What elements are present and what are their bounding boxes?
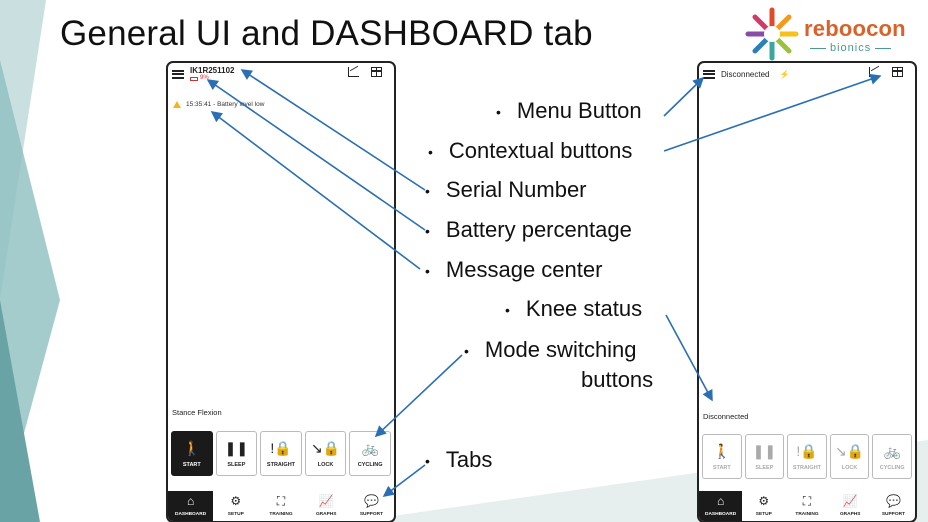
slide-title: General UI and DASHBOARD tab xyxy=(60,14,593,53)
straight-lock-icon: !🔒 xyxy=(270,439,292,456)
gear-icon: ⚙ xyxy=(230,494,242,508)
mode-button-lock[interactable]: ↘🔒 LOCK xyxy=(829,434,870,479)
tab-support[interactable]: 💬 SUPPORT xyxy=(872,491,915,521)
training-icon: ⛶ xyxy=(276,494,286,508)
walking-person-icon: 🚶 xyxy=(713,442,731,459)
connection-status: Disconnected xyxy=(721,69,770,79)
pause-icon: ❚❚ xyxy=(224,439,249,456)
tab-label: SUPPORT xyxy=(881,512,906,517)
knee-lock-icon: ↘🔒 xyxy=(834,442,865,459)
disconnected-icon: ⚡ xyxy=(779,69,790,79)
pause-icon: ❚❚ xyxy=(752,442,777,459)
knee-status: Stance Flexion xyxy=(172,408,222,417)
logo-mark-icon xyxy=(745,7,799,61)
tab-setup[interactable]: ⚙ SETUP xyxy=(742,491,785,521)
mode-button-start[interactable]: 🚶 START xyxy=(171,431,213,476)
table-icon[interactable] xyxy=(892,67,903,77)
tab-bar: ⌂ DASHBOARD ⚙ SETUP ⛶ TRAINING 📈 GRAPHS 💬 SUPPORT xyxy=(168,491,394,521)
callout-battery-percentage: •Battery percentage xyxy=(425,217,632,242)
mode-buttons: 🚶 START ❚❚ SLEEP !🔒 STRAIGHT ↘🔒 LOCK 🚲 CYCLING xyxy=(171,431,391,476)
graph-icon: 📈 xyxy=(318,494,334,508)
tab-training[interactable]: ⛶ TRAINING xyxy=(785,491,828,521)
mode-button-cycling[interactable]: 🚲 CYCLING xyxy=(872,434,912,479)
mode-button-label: SLEEP xyxy=(755,464,774,471)
menu-icon[interactable] xyxy=(172,69,184,79)
mode-button-label: STRAIGHT xyxy=(266,461,296,468)
logo-brand: reboocon xyxy=(804,16,906,41)
mode-button-label: LOCK xyxy=(841,464,858,471)
battery-indicator: 9% xyxy=(190,75,234,82)
mode-button-straight[interactable]: !🔒 STRAIGHT xyxy=(260,431,302,476)
knee-status: Disconnected xyxy=(703,412,749,421)
graph-icon: 📈 xyxy=(842,494,858,508)
battery-percentage: 9% xyxy=(200,75,209,81)
straight-lock-icon: !🔒 xyxy=(796,442,818,459)
mode-button-label: CYCLING xyxy=(879,464,905,471)
chat-icon: 💬 xyxy=(363,494,379,508)
tab-label: SETUP xyxy=(755,512,772,517)
walking-person-icon: 🚶 xyxy=(183,439,201,456)
home-icon: ⌂ xyxy=(186,494,195,508)
serial-number: IK1R251102 xyxy=(190,66,235,75)
tab-label: GRAPHS xyxy=(839,512,861,517)
tab-label: SUPPORT xyxy=(359,512,384,517)
mode-button-lock[interactable]: ↘🔒 LOCK xyxy=(304,431,347,476)
mode-button-sleep[interactable]: ❚❚ SLEEP xyxy=(744,434,785,479)
mode-button-label: STRAIGHT xyxy=(792,464,822,471)
callout-knee-status: •Knee status xyxy=(505,296,643,321)
app-screen-disconnected: Disconnected ⚡ Disconnected 🚶 START ❚❚ SLEE… xyxy=(697,61,917,522)
tab-label: DASHBOARD xyxy=(175,512,207,517)
tab-graphs[interactable]: 📈 GRAPHS xyxy=(829,491,872,521)
callout-mode-switching: •Mode switching xyxy=(464,337,637,362)
bicycle-icon: 🚲 xyxy=(361,439,379,456)
bicycle-icon: 🚲 xyxy=(883,442,901,459)
callout-serial-number: •Serial Number xyxy=(425,177,587,202)
mode-button-label: LOCK xyxy=(317,461,334,468)
warning-icon xyxy=(173,101,181,108)
tab-dashboard[interactable]: ⌂ DASHBOARD xyxy=(168,491,214,521)
training-icon: ⛶ xyxy=(802,494,812,508)
tab-label: TRAINING xyxy=(795,512,819,517)
tab-support[interactable]: 💬 SUPPORT xyxy=(349,491,394,521)
tab-label: GRAPHS xyxy=(315,512,337,517)
callout-contextual-buttons: •Contextual buttons xyxy=(428,138,633,163)
device-info: IK1R251102 9% xyxy=(190,66,234,82)
tab-label: SETUP xyxy=(227,512,244,517)
mode-button-label: CYCLING xyxy=(357,461,383,468)
tab-dashboard[interactable]: ⌂ DASHBOARD xyxy=(699,491,743,521)
knee-lock-icon: ↘🔒 xyxy=(310,439,341,456)
chat-icon: 💬 xyxy=(885,494,901,508)
mode-button-sleep[interactable]: ❚❚ SLEEP xyxy=(215,431,258,476)
tab-training[interactable]: ⛶ TRAINING xyxy=(258,491,303,521)
tab-bar: ⌂ DASHBOARD ⚙ SETUP ⛶ TRAINING 📈 GRAPHS 💬 SUPPORT xyxy=(699,491,915,521)
mode-button-cycling[interactable]: 🚲 CYCLING xyxy=(349,431,391,476)
mode-buttons: 🚶 START ❚❚ SLEEP !🔒 STRAIGHT ↘🔒 LOCK 🚲 CYCLING xyxy=(702,434,912,479)
logo-subtitle: bionics xyxy=(806,42,895,54)
mode-button-start[interactable]: 🚶 START xyxy=(702,434,742,479)
mode-button-straight[interactable]: !🔒 STRAIGHT xyxy=(787,434,827,479)
callout-menu-button: •Menu Button xyxy=(496,98,642,123)
tab-label: TRAINING xyxy=(269,512,293,517)
callout-tabs: •Tabs xyxy=(425,447,493,472)
callout-message-center: •Message center xyxy=(425,257,603,282)
mode-button-label: SLEEP xyxy=(227,461,246,468)
home-icon: ⌂ xyxy=(716,494,725,508)
mode-button-label: START xyxy=(712,464,731,471)
tab-label: DASHBOARD xyxy=(705,512,737,517)
gear-icon: ⚙ xyxy=(758,494,770,508)
battery-icon xyxy=(190,76,198,81)
tab-setup[interactable]: ⚙ SETUP xyxy=(213,491,258,521)
company-logo: reboocon bionics xyxy=(744,6,924,62)
callout-mode-switching-cont: buttons xyxy=(581,367,654,392)
tab-graphs[interactable]: 📈 GRAPHS xyxy=(304,491,349,521)
mode-button-label: START xyxy=(182,461,201,468)
